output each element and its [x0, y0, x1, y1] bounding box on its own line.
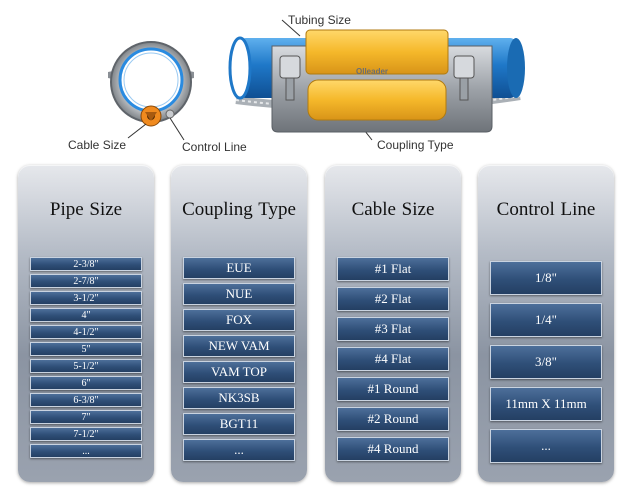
cable-size-column: Cable Size #1 Flat #2 Flat #3 Flat #4 Fl…: [325, 165, 461, 482]
brand-label: Olleader: [356, 67, 389, 76]
cable-size-item[interactable]: #3 Flat: [337, 317, 449, 341]
pipe-size-item[interactable]: 2-7/8": [30, 274, 142, 288]
pipe-size-title: Pipe Size: [49, 199, 123, 220]
tubing-size-label: Tubing Size: [288, 13, 351, 27]
cable-size-item[interactable]: #4 Round: [337, 437, 449, 461]
pipe-size-item[interactable]: 6": [30, 376, 142, 390]
pipe-size-item[interactable]: 7": [30, 410, 142, 424]
cable-protector-illustration: Olleader Tubing Size Cable Size Control …: [0, 0, 639, 160]
pipe-with-protector-icon: [228, 29, 525, 133]
control-line-column: Control Line 1/8" 1/4" 3/8" 11mm X 11mm …: [478, 165, 614, 482]
coupling-type-label: Coupling Type: [377, 138, 454, 152]
pipe-size-item[interactable]: 4-1/2": [30, 325, 142, 339]
pipe-size-item[interactable]: 5": [30, 342, 142, 356]
cable-size-item[interactable]: #2 Round: [337, 407, 449, 431]
pipe-size-item[interactable]: ...: [30, 444, 142, 458]
coupling-type-title: Coupling Type: [182, 199, 296, 220]
control-line-item[interactable]: 1/8": [490, 261, 602, 295]
coupling-type-item[interactable]: NK3SB: [183, 387, 295, 409]
control-line-item[interactable]: 3/8": [490, 345, 602, 379]
cross-section-icon: [108, 41, 194, 127]
pipe-size-item[interactable]: 2-3/8": [30, 257, 142, 271]
pipe-size-column: Pipe Size 2-3/8" 2-7/8" 3-1/2" 4" 4-1/2"…: [18, 165, 154, 482]
cable-size-item[interactable]: #2 Flat: [337, 287, 449, 311]
coupling-type-item[interactable]: NEW VAM: [183, 335, 295, 357]
cable-size-item[interactable]: #4 Flat: [337, 347, 449, 371]
coupling-type-item[interactable]: NUE: [183, 283, 295, 305]
pipe-size-item[interactable]: 4": [30, 308, 142, 322]
illustration-drawing: [108, 19, 525, 141]
cable-size-item[interactable]: #1 Round: [337, 377, 449, 401]
control-line-item[interactable]: 1/4": [490, 303, 602, 337]
coupling-type-item[interactable]: ...: [183, 439, 295, 461]
cable-size-item[interactable]: #1 Flat: [337, 257, 449, 281]
cable-size-label: Cable Size: [68, 138, 127, 152]
control-line-item[interactable]: 11mm X 11mm: [490, 387, 602, 421]
coupling-type-item[interactable]: EUE: [183, 257, 295, 279]
control-line-label: Control Line: [182, 140, 247, 154]
coupling-type-column: Coupling Type EUE NUE FOX NEW VAM VAM TO…: [171, 165, 307, 482]
pipe-size-item[interactable]: 7-1/2": [30, 427, 142, 441]
control-line-title: Control Line: [496, 199, 596, 220]
pipe-size-item[interactable]: 6-3/8": [30, 393, 142, 407]
control-line-item[interactable]: ...: [490, 429, 602, 463]
pipe-size-item[interactable]: 3-1/2": [30, 291, 142, 305]
coupling-type-item[interactable]: BGT11: [183, 413, 295, 435]
coupling-type-item[interactable]: FOX: [183, 309, 295, 331]
pipe-size-item[interactable]: 5-1/2": [30, 359, 142, 373]
coupling-type-item[interactable]: VAM TOP: [183, 361, 295, 383]
cable-size-title: Cable Size: [351, 199, 435, 220]
